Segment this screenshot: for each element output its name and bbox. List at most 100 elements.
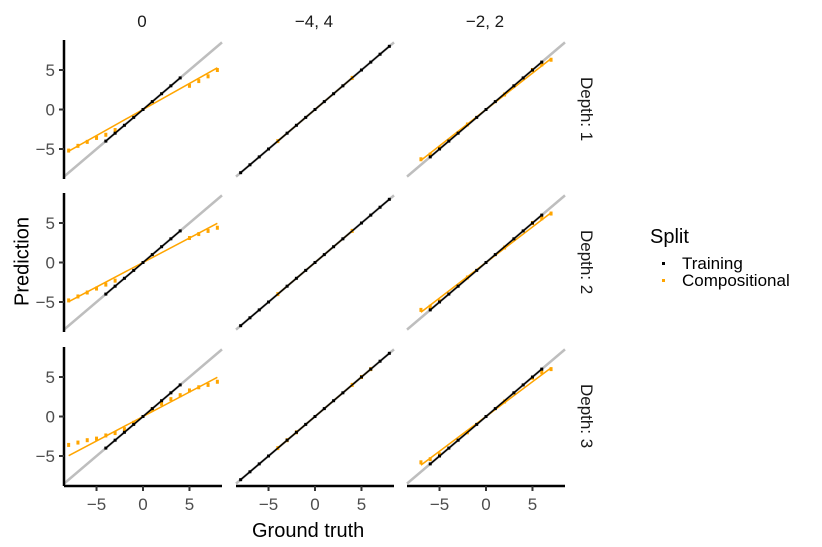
training-point: [294, 430, 298, 434]
x-tick-label: 5: [357, 495, 366, 514]
y-tick-label: −5: [36, 140, 55, 159]
training-point: [493, 407, 497, 411]
training-point: [239, 478, 243, 482]
compositional-point: [104, 132, 108, 137]
compositional-point: [540, 62, 544, 67]
x-tick-label: −5: [259, 495, 278, 514]
training-point: [248, 163, 252, 167]
training-point: [378, 52, 382, 56]
training-point: [475, 115, 479, 119]
training-point: [540, 60, 544, 64]
training-point: [484, 415, 488, 418]
training-point: [484, 108, 488, 111]
training-point: [332, 399, 336, 403]
training-point: [178, 229, 182, 233]
training-point: [150, 100, 154, 104]
compositional-point: [215, 379, 219, 384]
training-point: [322, 100, 326, 104]
training-point: [178, 76, 182, 80]
training-point: [447, 292, 451, 296]
training-point: [428, 462, 432, 466]
x-tick-label: −5: [430, 495, 449, 514]
y-tick-label: 5: [46, 61, 55, 80]
training-point: [294, 123, 298, 127]
training-point: [132, 115, 136, 119]
compositional-point: [540, 216, 544, 221]
training-point-icon: [662, 262, 665, 265]
training-point: [248, 470, 252, 474]
training-point: [150, 407, 154, 411]
x-tick-label: 5: [528, 495, 537, 514]
y-tick-label: 5: [46, 368, 55, 387]
compositional-point: [215, 225, 219, 230]
training-point: [267, 454, 271, 458]
training-point: [285, 438, 289, 442]
compositional-point: [178, 393, 182, 398]
y-tick-label: −5: [36, 447, 55, 466]
training-point: [447, 446, 451, 450]
training-point: [122, 276, 126, 280]
compositional-point: [549, 57, 553, 62]
training-point: [521, 383, 525, 387]
training-point: [341, 84, 345, 88]
training-point: [378, 359, 382, 363]
compositional-point: [67, 298, 71, 303]
compositional-point: [187, 236, 191, 241]
training-point: [267, 300, 271, 304]
training-point: [341, 391, 345, 395]
compositional-point: [113, 278, 117, 283]
compositional-point: [85, 139, 89, 144]
y-axis-label: Prediction: [11, 217, 34, 306]
compositional-point: [428, 304, 432, 309]
training-point: [512, 237, 516, 241]
training-point: [359, 68, 363, 72]
y-tick-label: 0: [46, 101, 55, 120]
compositional-point: [85, 290, 89, 295]
training-point: [387, 44, 391, 48]
compositional-point: [76, 294, 80, 299]
compositional-point: [206, 228, 210, 233]
training-point: [530, 375, 534, 379]
training-point: [540, 213, 544, 217]
x-axis-label: Ground truth: [252, 520, 365, 542]
compositional-point: [95, 436, 99, 441]
compositional-point: [197, 232, 201, 237]
row-strip-depth-2: Depth: 2: [577, 229, 596, 295]
training-point: [104, 292, 108, 296]
training-point: [447, 139, 451, 143]
training-point: [387, 351, 391, 355]
training-point: [113, 131, 117, 135]
compositional-point: [549, 367, 553, 372]
training-point: [122, 430, 126, 434]
training-point: [304, 115, 308, 119]
training-point: [322, 407, 326, 411]
training-point: [369, 213, 373, 217]
training-point: [493, 100, 497, 104]
compositional-point: [206, 382, 210, 387]
x-tick-label: −5: [87, 495, 106, 514]
training-point: [285, 284, 289, 288]
training-point: [378, 205, 382, 209]
training-point: [456, 131, 460, 135]
compositional-point: [419, 307, 423, 312]
training-point: [332, 245, 336, 249]
compositional-point: [113, 431, 117, 436]
y-tick-label: 0: [46, 408, 55, 427]
x-tick-label: 0: [138, 495, 147, 514]
training-point: [239, 171, 243, 175]
training-point: [304, 268, 308, 272]
training-point: [160, 399, 164, 403]
training-point: [104, 446, 108, 450]
training-point: [456, 438, 460, 442]
training-point: [359, 221, 363, 225]
y-tick-label: 5: [46, 214, 55, 233]
training-point: [150, 253, 154, 257]
training-point: [456, 284, 460, 288]
compositional-point-icon: [662, 279, 665, 282]
training-point: [141, 415, 145, 418]
training-point: [285, 131, 289, 135]
training-point: [438, 147, 442, 151]
training-point: [113, 284, 117, 288]
training-point: [521, 229, 525, 233]
